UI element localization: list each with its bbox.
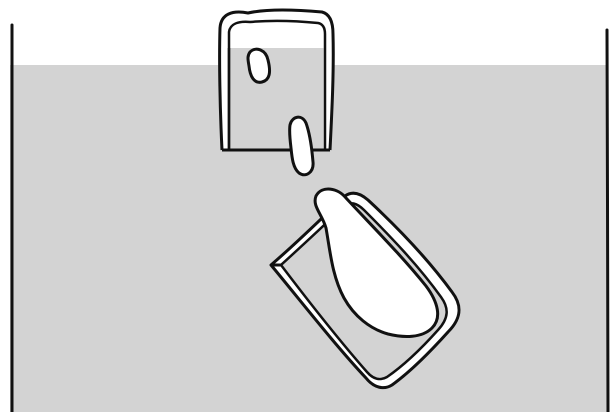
air-bubble [248, 49, 270, 82]
upright-cup [220, 10, 334, 175]
right-wall [607, 30, 608, 412]
